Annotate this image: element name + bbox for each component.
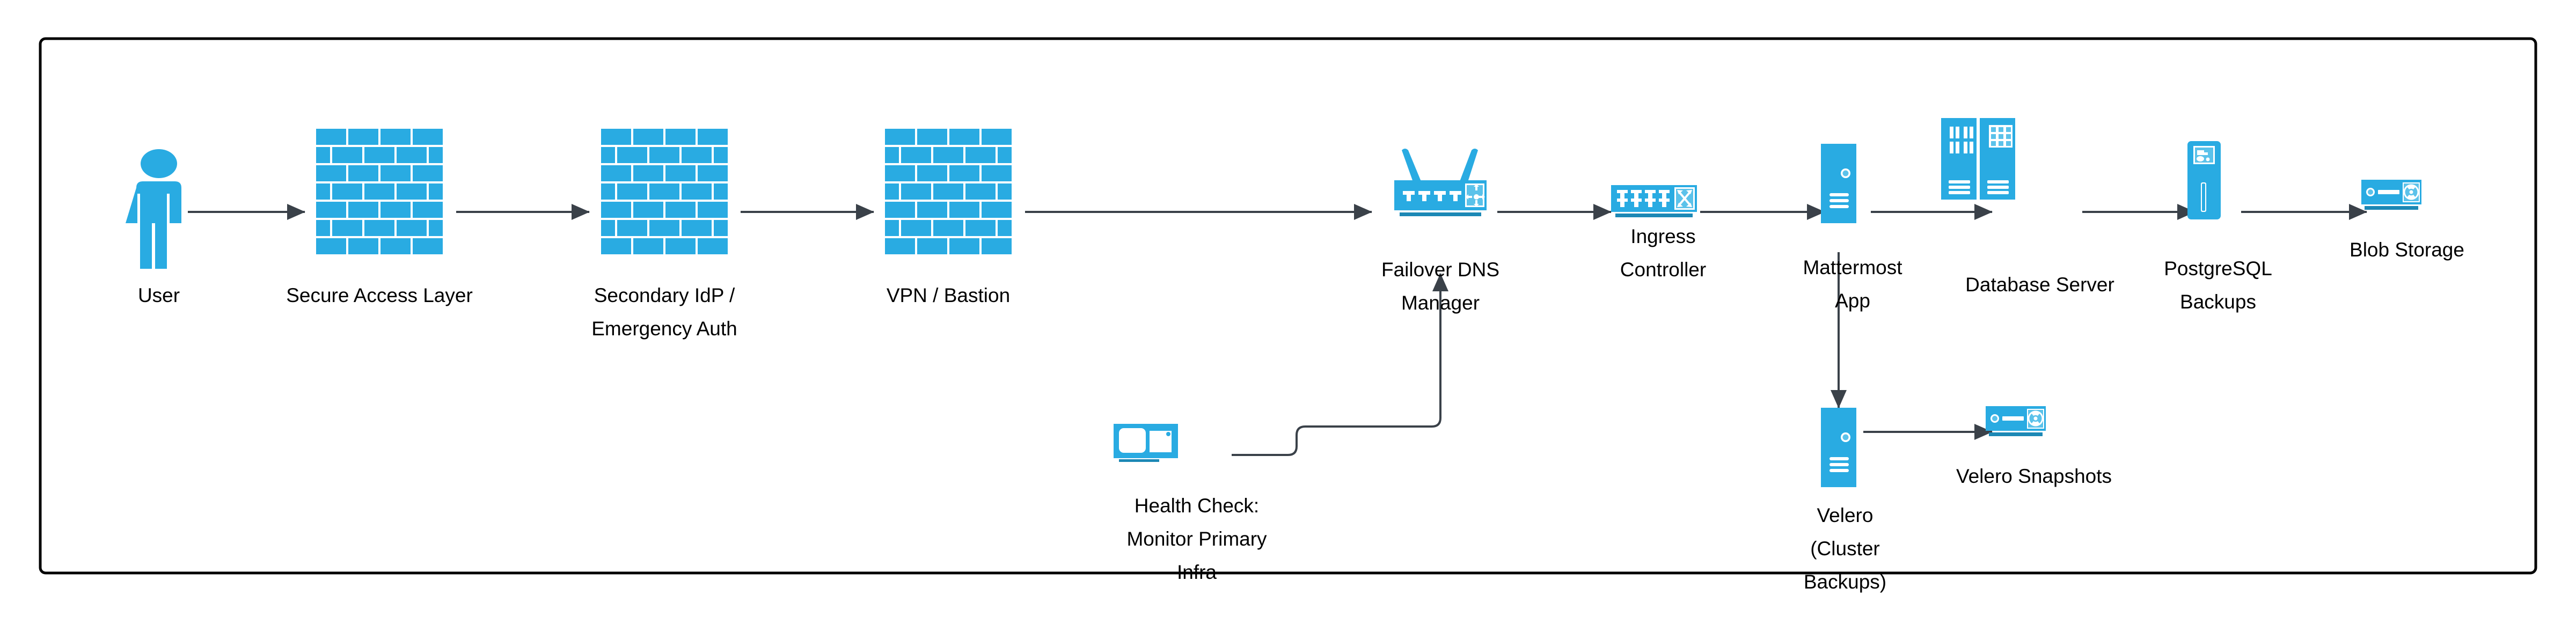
node-ingress-controller[interactable] (1611, 185, 1697, 217)
network-switch-icon (1611, 185, 1697, 217)
user-person-icon (126, 149, 181, 269)
node-velero[interactable] (1821, 408, 1856, 487)
node-secondary-idp[interactable] (601, 129, 728, 254)
node-secure-access-layer[interactable] (316, 129, 443, 254)
architecture-boundary (39, 37, 2537, 575)
server-tower-icon (1821, 408, 1856, 487)
firewall-brick-icon (316, 129, 443, 254)
node-user[interactable] (126, 149, 181, 269)
node-mattermost-app[interactable] (1821, 144, 1856, 223)
database-rack-icon (1941, 118, 2015, 200)
wireless-router-icon (1394, 149, 1487, 216)
node-velero-snapshots[interactable] (1986, 406, 2046, 436)
node-failover-dns-manager[interactable] (1394, 149, 1487, 216)
backup-tower-icon (2187, 141, 2221, 219)
firewall-brick-icon (885, 129, 1012, 254)
disk-storage-icon (2361, 180, 2421, 210)
node-blob-storage[interactable] (2361, 180, 2421, 210)
node-database-server[interactable] (1941, 118, 2015, 200)
node-postgresql-backups[interactable] (2187, 141, 2221, 219)
disk-storage-icon (1986, 406, 2046, 436)
firewall-brick-icon (601, 129, 728, 254)
node-vpn-bastion[interactable] (885, 129, 1012, 254)
node-health-check[interactable] (1114, 424, 1178, 462)
edge-health-check-to-failover-dns (1232, 273, 1448, 456)
server-tower-icon (1821, 144, 1856, 223)
monitor-check-icon (1114, 424, 1178, 462)
